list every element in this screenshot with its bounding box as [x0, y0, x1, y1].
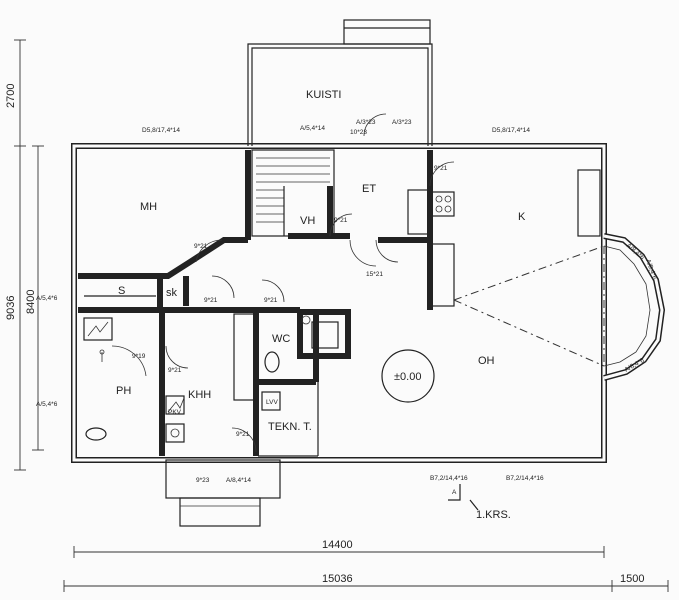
bay-window	[603, 233, 666, 381]
room-tekn: TEKN. T.	[268, 421, 312, 433]
opening-codes: D5,8/17,4*14 D5,8/17,4*14 A/5,4*14 A/3*2…	[36, 119, 658, 484]
room-mh: MH	[140, 201, 157, 213]
window-k: D5,8/17,4*14	[492, 127, 530, 134]
window-bottom-2: B7,2/14,4*16	[506, 475, 544, 482]
floor-label: 1.KRS.	[476, 509, 511, 521]
room-kuisti: KUISTI	[306, 89, 341, 101]
door-entry-code: 10*23	[350, 129, 367, 136]
door-vh: 9*21	[334, 217, 348, 224]
dim-bottom-extra: 1500	[620, 573, 644, 585]
dim-bottom-total: 15036	[322, 573, 353, 585]
porch-structure	[247, 19, 433, 146]
door-khh: 9*21	[168, 367, 182, 374]
room-labels: KUISTI MH ET VH K S sk WC PH KHH OH TEKN…	[116, 89, 526, 433]
door-swings	[111, 113, 455, 453]
window-bay-2: A/8,4*6	[644, 258, 658, 281]
window-bottom-1: B7,2/14,4*16	[430, 475, 468, 482]
window-bay-1: A/8,4*6	[625, 242, 646, 261]
entrance-steps	[165, 459, 281, 527]
room-s: S	[118, 285, 125, 297]
door-k: 9*21	[434, 165, 448, 172]
room-wc: WC	[272, 333, 290, 345]
door-ph: 9*19	[132, 353, 146, 360]
section-mark: A 1.KRS.	[448, 484, 511, 521]
dim-left-total: 9036	[5, 296, 17, 320]
interior-walls	[78, 149, 601, 457]
door-hall: 9*21	[264, 297, 278, 304]
dim-bottom-inner: 14400	[322, 539, 353, 551]
dim-left-top: 2700	[5, 84, 17, 108]
fixture-pkv: PKV	[168, 409, 182, 416]
window-left-2: A/5,4*6	[36, 401, 58, 408]
room-oh: OH	[478, 355, 495, 367]
room-khh: KHH	[188, 389, 211, 401]
door-entry: 9*23	[196, 477, 210, 484]
fixtures	[83, 317, 435, 443]
door-mh: 9*21	[194, 243, 208, 250]
room-sk: sk	[166, 287, 178, 299]
view-lines	[453, 245, 605, 367]
floor-level: ±0.00	[394, 371, 421, 383]
fixture-lvv: LVV	[266, 399, 278, 406]
room-ph: PH	[116, 385, 131, 397]
room-et: ET	[362, 183, 376, 195]
dimensions: 2700 9036 8400 14400 15036 1500	[5, 39, 669, 592]
window-left-1: A/5,4*6	[36, 295, 58, 302]
room-vh: VH	[300, 215, 315, 227]
window-mh: D5,8/17,4*14	[142, 127, 180, 134]
window-bay-3: A/8,4*6	[624, 357, 646, 374]
room-k: K	[518, 211, 526, 223]
window-kuisti-right: A/3*23	[356, 119, 376, 126]
door-sk: 9*21	[204, 297, 218, 304]
door-et: 15*21	[366, 271, 383, 278]
window-bottom-entry: A/8,4*14	[226, 477, 251, 484]
window-kuisti-left: A/5,4*14	[300, 125, 325, 132]
dim-left-mid: 8400	[25, 290, 37, 314]
section-letter: A	[452, 489, 457, 496]
door-tekn: 9*21	[236, 431, 250, 438]
window-kuisti-right2: A/3*23	[392, 119, 412, 126]
exterior-walls	[71, 143, 607, 463]
